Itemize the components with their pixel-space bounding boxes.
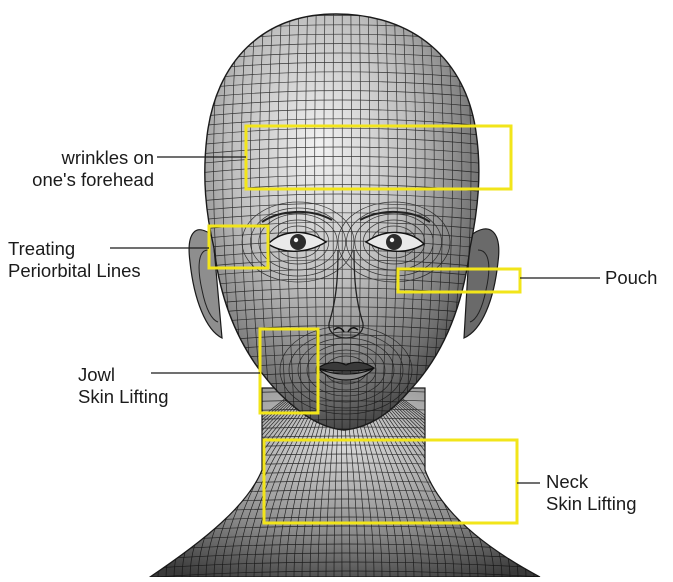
label-jowl: Jowl Skin Lifting	[78, 364, 169, 408]
label-pouch-line1: Pouch	[605, 267, 657, 289]
label-forehead: wrinkles on one's forehead	[0, 147, 154, 191]
label-neck-line2: Skin Lifting	[546, 493, 637, 515]
label-periorbital-line1: Treating	[8, 238, 141, 260]
label-jowl-line2: Skin Lifting	[78, 386, 169, 408]
label-periorbital-line2: Periorbital Lines	[8, 260, 141, 282]
label-neck: Neck Skin Lifting	[546, 471, 637, 515]
label-pouch: Pouch	[605, 267, 657, 289]
label-jowl-line1: Jowl	[78, 364, 169, 386]
label-forehead-line2: one's forehead	[0, 169, 154, 191]
label-neck-line1: Neck	[546, 471, 637, 493]
label-forehead-line1: wrinkles on	[0, 147, 154, 169]
label-periorbital: Treating Periorbital Lines	[8, 238, 141, 282]
